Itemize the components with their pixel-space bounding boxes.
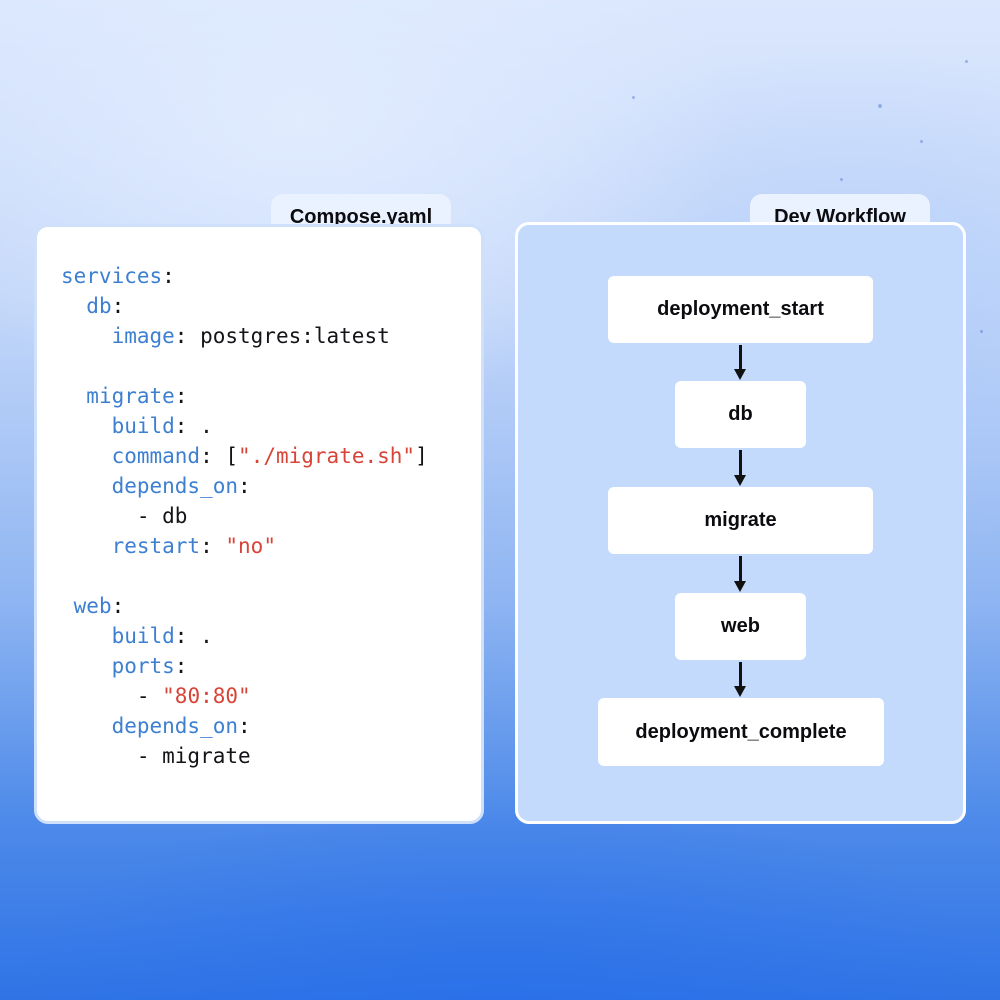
code-line: image: postgres:latest bbox=[61, 321, 428, 351]
code-string: "80:80" bbox=[162, 684, 251, 708]
workflow-node-deployment-complete: deployment_complete bbox=[598, 698, 884, 766]
code-line: build: . bbox=[61, 621, 428, 651]
code-separator: : bbox=[174, 414, 201, 438]
code-line: restart: "no" bbox=[61, 531, 428, 561]
background-speck bbox=[632, 96, 635, 99]
compose-yaml-code: services: db: image: postgres:latest mig… bbox=[61, 261, 428, 771]
code-key: depends_on bbox=[111, 474, 239, 498]
code-line: ports: bbox=[61, 651, 428, 681]
code-line: command: ["./migrate.sh"] bbox=[61, 441, 428, 471]
workflow-arrow bbox=[734, 345, 746, 380]
workflow-node-label: deployment_complete bbox=[635, 720, 847, 743]
workflow-node-label: web bbox=[721, 615, 760, 637]
code-key: depends_on bbox=[111, 714, 239, 738]
code-tail: ] bbox=[415, 444, 428, 468]
code-line: build: . bbox=[61, 411, 428, 441]
code-value: . bbox=[200, 414, 213, 438]
code-separator: : bbox=[174, 654, 188, 678]
background-speck bbox=[840, 178, 843, 181]
code-value: - bbox=[136, 684, 163, 708]
workflow-node-label: db bbox=[728, 403, 753, 425]
background-speck bbox=[920, 140, 923, 143]
workflow-node-deployment-start: deployment_start bbox=[608, 276, 873, 343]
workflow-arrow bbox=[734, 450, 746, 486]
code-value: - migrate bbox=[136, 744, 251, 768]
code-line: depends_on: bbox=[61, 711, 428, 741]
code-key: build bbox=[111, 624, 175, 648]
compose-yaml-tab-label: Compose.yaml bbox=[289, 205, 433, 228]
code-line: depends_on: bbox=[61, 471, 428, 501]
code-separator: : bbox=[174, 384, 188, 408]
code-separator: : bbox=[111, 294, 125, 318]
code-key: build bbox=[111, 414, 175, 438]
code-value: postgres:latest bbox=[200, 324, 390, 348]
code-line: migrate: bbox=[61, 381, 428, 411]
code-separator: : bbox=[174, 324, 201, 348]
code-separator: : bbox=[174, 624, 201, 648]
code-separator: : bbox=[162, 264, 175, 288]
code-key: ports bbox=[111, 654, 175, 678]
code-value: - db bbox=[136, 504, 188, 528]
code-line: web: bbox=[61, 591, 428, 621]
workflow-node-label: migrate bbox=[704, 509, 777, 531]
code-key: db bbox=[86, 294, 112, 318]
code-line bbox=[61, 561, 428, 591]
code-key: restart bbox=[111, 534, 201, 558]
code-line: services: bbox=[61, 261, 428, 291]
code-separator: : bbox=[200, 534, 226, 558]
code-separator: : bbox=[200, 444, 226, 468]
compose-yaml-panel: services: db: image: postgres:latest mig… bbox=[34, 224, 484, 824]
code-line bbox=[61, 351, 428, 381]
code-string: "./migrate.sh" bbox=[238, 444, 416, 468]
code-line: db: bbox=[61, 291, 428, 321]
code-value: . bbox=[200, 624, 213, 648]
code-separator: : bbox=[238, 474, 251, 498]
background-speck bbox=[878, 104, 882, 108]
background-speck bbox=[965, 60, 968, 63]
code-key: services bbox=[61, 264, 163, 288]
code-line: - "80:80" bbox=[61, 681, 428, 711]
code-key: image bbox=[111, 324, 175, 348]
workflow-node-web: web bbox=[675, 593, 806, 660]
workflow-arrow bbox=[734, 556, 746, 592]
workflow-arrow bbox=[734, 662, 746, 697]
code-key: web bbox=[73, 594, 112, 618]
code-line: - db bbox=[61, 501, 428, 531]
code-line: - migrate bbox=[61, 741, 428, 771]
workflow-node-db: db bbox=[675, 381, 806, 448]
background-speck bbox=[980, 330, 983, 333]
code-value: "no" bbox=[225, 534, 276, 558]
code-key: migrate bbox=[86, 384, 175, 408]
workflow-node-label: deployment_start bbox=[657, 298, 824, 320]
workflow-node-migrate: migrate bbox=[608, 487, 873, 554]
code-key: command bbox=[111, 444, 201, 468]
code-separator: : bbox=[238, 714, 251, 738]
code-separator: : bbox=[111, 594, 125, 618]
code-value: [ bbox=[225, 444, 239, 468]
